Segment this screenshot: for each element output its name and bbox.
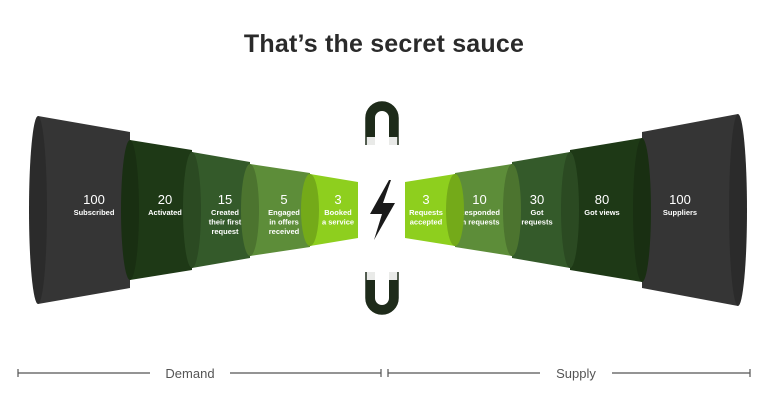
supply-stage-2-label: Responded: [459, 208, 500, 217]
magnet-pole-icon: [366, 272, 375, 280]
demand-stage-4-body: [250, 164, 310, 256]
demand-stage-3-label: their first: [209, 218, 242, 227]
demand-stage-3-label: request: [211, 227, 239, 236]
demand-stage-3-value: 15: [218, 192, 232, 207]
demand-stage-4-label: received: [269, 227, 300, 236]
supply-stage-5-rim: [729, 114, 747, 306]
supply-stage-3-value: 30: [530, 192, 544, 207]
supply-stage-1-label: accepted: [410, 218, 443, 227]
supply-stage-3-label: requests: [521, 218, 552, 227]
supply-stage-5-label: Suppliers: [663, 208, 697, 217]
supply-stage-4-body: [570, 138, 642, 282]
supply-stage-2-body: [455, 164, 512, 256]
supply-stage-4-value: 80: [595, 192, 609, 207]
demand-stage-3-rim: [183, 152, 201, 268]
supply-stage-2-rim: [503, 164, 521, 256]
magnet-outline-icon: [365, 272, 399, 315]
demand-stage-4-value: 5: [280, 192, 287, 207]
magnet-icon: [366, 102, 398, 145]
demand-stage-5-label: a service: [322, 218, 354, 227]
demand-stage-5-rim: [301, 174, 319, 246]
supply-stage-2-value: 10: [472, 192, 486, 207]
demand-stage-5-label: Booked: [324, 208, 352, 217]
demand-stage-1-rim: [29, 116, 47, 304]
demand-stage-1-label: Subscribed: [74, 208, 115, 217]
magnet-icon: [366, 272, 398, 314]
supply-stage-1-rim: [446, 174, 464, 246]
magnet-outline-icon: [365, 101, 399, 145]
demand-stage-2-label: Activated: [148, 208, 182, 217]
lightning-bolt-icon: [370, 180, 395, 240]
demand-stage-3-body: [192, 152, 250, 268]
supply-stage-3-label: Got: [531, 208, 544, 217]
magnet-pole-icon: [389, 272, 398, 280]
demand-stage-1-body: [38, 116, 130, 304]
supply-stage-3-body: [512, 152, 570, 268]
demand-stage-2-body: [130, 140, 192, 280]
magnet-pole-icon: [366, 137, 375, 145]
demand-stage-4-label: Engaged: [268, 208, 300, 217]
supply-stage-5-body: [642, 114, 738, 306]
demand-stage-4-label: in offers: [269, 218, 299, 227]
demand-stage-4-rim: [241, 164, 259, 256]
demand-stage-5-value: 3: [334, 192, 341, 207]
supply-stage-4-label: Got views: [584, 208, 619, 217]
supply-stage-4-rim: [633, 138, 651, 282]
magnet-pole-icon: [389, 137, 398, 145]
supply-stage-3-rim: [561, 152, 579, 268]
supply-stage-5-value: 100: [669, 192, 691, 207]
demand-stage-1-value: 100: [83, 192, 105, 207]
supply-stage-2-label: in requests: [459, 218, 499, 227]
demand-stage-5-body: [310, 174, 358, 246]
supply-stage-1-value: 3: [422, 192, 429, 207]
diagram-title: That’s the secret sauce: [243, 30, 525, 58]
supply-bracket-label: Supply: [556, 366, 596, 381]
demand-stage-3-label: Created: [211, 208, 239, 217]
demand-stage-2-rim: [121, 140, 139, 280]
demand-bracket-label: Demand: [165, 366, 214, 381]
demand-stage-2-value: 20: [158, 192, 172, 207]
supply-stage-1-label: Requests: [409, 208, 443, 217]
supply-stage-1-body: [405, 174, 455, 246]
